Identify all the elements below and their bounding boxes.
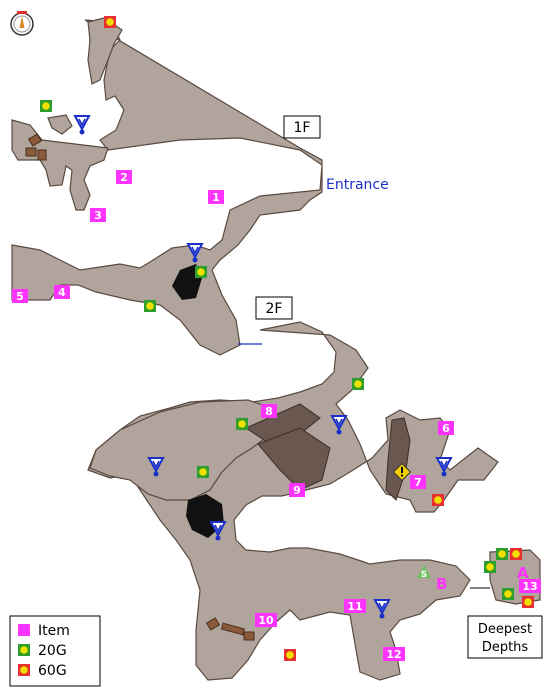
gold-20g-markers (40, 100, 514, 600)
legend-item-label: Item (38, 623, 70, 639)
g20-marker (236, 418, 248, 430)
save-point-icon (74, 115, 90, 136)
svg-text:9: 9 (293, 484, 301, 497)
item-marker: 13 (519, 579, 541, 593)
svg-text:13: 13 (522, 580, 537, 593)
g60-marker (104, 16, 116, 28)
svg-text:2: 2 (120, 171, 128, 184)
item-marker: 12 (383, 647, 405, 661)
svg-text:3: 3 (94, 209, 102, 222)
item-marker: 1 (208, 190, 224, 204)
g20-marker (352, 378, 364, 390)
item-marker: 4 (54, 285, 70, 299)
svg-text:S: S (421, 570, 427, 580)
g20-marker (40, 100, 52, 112)
g60-marker (510, 548, 522, 560)
svg-text:7: 7 (414, 476, 422, 489)
rock-walls (244, 403, 411, 501)
item-marker: 3 (90, 208, 106, 222)
floor-label-1f: 1F (283, 115, 321, 139)
item-marker: 10 (255, 613, 277, 627)
svg-text:10: 10 (258, 614, 274, 627)
save-points (74, 115, 452, 620)
warning-icon (392, 462, 412, 482)
deepest-depths-label: Deepest Depths (467, 615, 543, 659)
wooden-crates (25, 133, 255, 641)
g60-marker (522, 596, 534, 608)
svg-text:4: 4 (58, 286, 66, 299)
g60-marker (432, 494, 444, 506)
g20-marker (502, 588, 514, 600)
svg-text:2F: 2F (266, 301, 283, 317)
item-marker: 7 (410, 475, 426, 489)
legend-g20-label: 20G (38, 643, 67, 659)
legend-g60-label: 60G (38, 663, 67, 679)
point-s: S (417, 565, 431, 580)
item-marker: 8 (261, 404, 277, 418)
svg-text:Depths: Depths (482, 640, 529, 655)
svg-text:12: 12 (386, 648, 401, 661)
legend-g60-swatch (18, 664, 30, 676)
legend: Item 20G 60G (9, 615, 101, 687)
g20-marker (144, 300, 156, 312)
g20-marker (195, 266, 207, 278)
item-marker: 5 (12, 289, 28, 303)
legend-g20-swatch (18, 644, 30, 656)
entrance-label: Entrance (326, 177, 389, 193)
svg-text:Deepest: Deepest (478, 622, 532, 637)
svg-text:6: 6 (442, 422, 450, 435)
item-marker: 2 (116, 170, 132, 184)
item-marker: 6 (438, 421, 454, 435)
point-b: B (436, 575, 447, 593)
g20-marker (197, 466, 209, 478)
compass-icon (10, 11, 34, 36)
point-a: A (517, 564, 529, 582)
svg-text:1: 1 (212, 191, 220, 204)
svg-text:11: 11 (347, 600, 362, 613)
g20-marker (484, 561, 496, 573)
item-marker: 9 (289, 483, 305, 497)
svg-text:8: 8 (265, 405, 273, 418)
svg-text:1F: 1F (294, 120, 311, 136)
g60-marker (284, 649, 296, 661)
item-markers: 1 2 3 4 5 6 7 8 9 10 11 12 13 (12, 170, 541, 661)
svg-text:5: 5 (16, 290, 24, 303)
legend-item-swatch (18, 624, 30, 636)
g20-marker (496, 548, 508, 560)
floor-label-2f: 2F (255, 296, 293, 320)
item-marker: 11 (344, 599, 366, 613)
